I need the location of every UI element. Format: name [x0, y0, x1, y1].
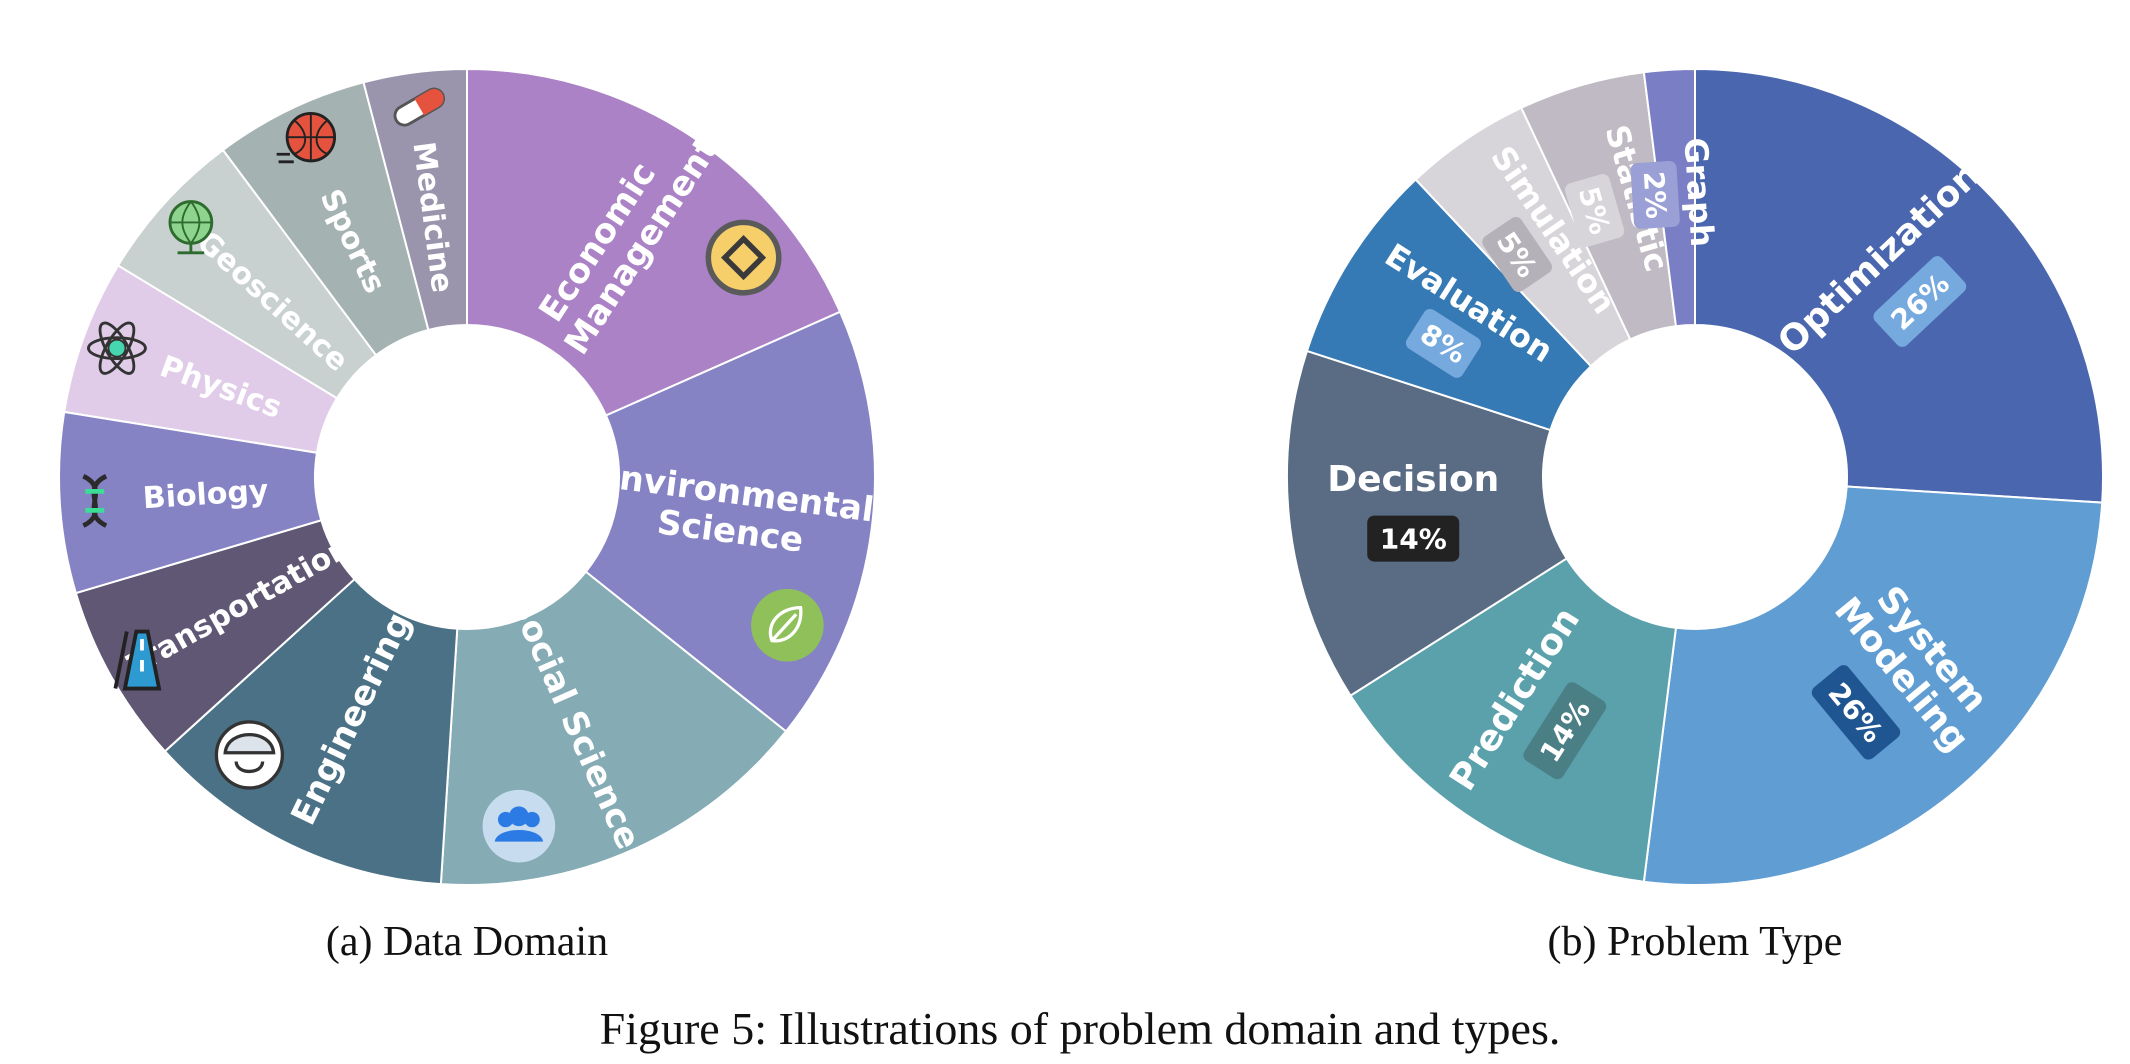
slice-group-medicine: Medicine: [362, 67, 468, 332]
slice-group-biology: Biology: [58, 410, 323, 595]
slice-engineering: [163, 577, 459, 886]
dna-icon: [82, 474, 108, 528]
coin-icon: [705, 219, 782, 296]
slice-prediction: [1349, 557, 1678, 883]
slice-label-graph: Graph: [1677, 136, 1722, 247]
atom-icon: [87, 321, 147, 375]
pct-badge-prediction: [1523, 682, 1607, 780]
caption-data-domain: (a) Data Domain: [326, 919, 608, 965]
pill-icon: [393, 87, 446, 127]
engineer-helmet-icon: [214, 720, 285, 790]
slice-evaluation: [1305, 178, 1593, 432]
pct-badge-graph: [1630, 160, 1680, 229]
pct-badge-statistic: [1565, 173, 1625, 247]
slice-economic-management: [466, 67, 842, 417]
pct-badge-evaluation: [1405, 308, 1481, 378]
slice-group-environmental-science: EnvironmentalScience: [584, 310, 876, 733]
pct-badge-optimization: [1873, 256, 1967, 347]
slice-optimization: [1694, 67, 2104, 504]
basketball-icon: [276, 111, 337, 164]
leaf-icon: [751, 588, 824, 662]
caption-problem-type: (b) Problem Type: [1548, 919, 1843, 965]
slice-group-engineering: Engineering: [163, 577, 459, 886]
pct-badge-simulation: [1482, 216, 1553, 292]
slice-group-decision: Decision 14%: [1286, 349, 1569, 697]
slice-system-modeling: [1642, 485, 2104, 886]
slice-label-biology: Biology: [142, 473, 270, 516]
slice-medicine: [362, 67, 468, 332]
pct-label-graph: 2%: [1637, 170, 1673, 220]
globe-icon: [168, 200, 214, 255]
slice-label-decision: Decision: [1327, 459, 1499, 500]
people-icon: [482, 789, 556, 863]
slice-group-sports: Sports: [221, 81, 430, 357]
slice-group-physics: Physics: [63, 264, 339, 454]
figure-caption: Figure 5: Illustrations of problem domai…: [600, 1003, 1561, 1054]
road-icon: [113, 629, 162, 691]
problem-type-donut: Optimization26%SystemModeling26%Predicti…: [1286, 67, 2104, 886]
slice-group-social-science: Social Science: [439, 570, 788, 886]
pct-label-decision: 14%: [1380, 523, 1447, 556]
pct-badge-system-modeling: [1811, 665, 1901, 760]
pct-badge-decision: [1367, 515, 1460, 562]
slice-group-economic-management: Economic& Management: [466, 67, 842, 417]
data-domain-donut: Economic& ManagementEnvironmentalScience…: [58, 67, 876, 886]
